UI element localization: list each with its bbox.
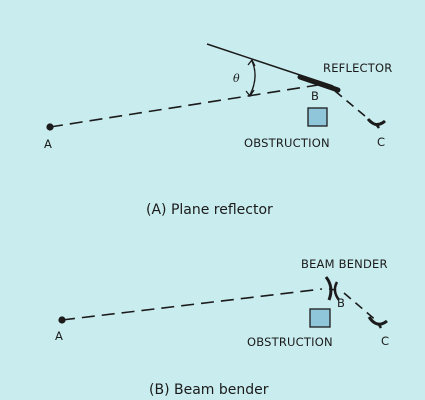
point-a-label: A — [55, 329, 63, 343]
obstruction-box — [309, 308, 331, 328]
panel-b-caption: (B) Beam bender — [149, 382, 269, 398]
angle-arrow-top — [247, 58, 256, 67]
point-a-label: A — [44, 137, 52, 151]
point-b-label: B — [311, 89, 319, 103]
antenna-c-icon — [367, 316, 388, 329]
path-bender-to-c — [343, 292, 379, 323]
panel-a-caption: (A) Plane reflector — [146, 202, 273, 218]
point-a-dot — [46, 123, 54, 131]
obstruction-box — [307, 107, 328, 127]
point-a-dot — [58, 316, 66, 324]
obstruction-label: OBSTRUCTION — [247, 335, 333, 349]
point-c-label: C — [381, 334, 389, 348]
panel-a: θ A B C OBSTRUCTION REFLECTOR (A) Plane … — [44, 43, 392, 218]
panel-b: A B C OBSTRUCTION BEAM BENDER (B) Beam b… — [55, 257, 389, 398]
antenna-c-icon — [366, 118, 386, 129]
point-c-label: C — [377, 135, 385, 149]
beam-bender-icon — [324, 276, 341, 301]
beam-bender-label: BEAM BENDER — [301, 257, 388, 271]
reflector-plate — [297, 74, 341, 93]
point-b-label: B — [337, 296, 345, 310]
reflector-label: REFLECTOR — [323, 61, 392, 75]
path-a-to-bender — [61, 288, 323, 321]
obstruction-label: OBSTRUCTION — [244, 136, 330, 150]
path-a-to-b — [49, 84, 319, 128]
angle-theta-label: θ — [233, 72, 240, 85]
angle-arc — [249, 60, 256, 96]
